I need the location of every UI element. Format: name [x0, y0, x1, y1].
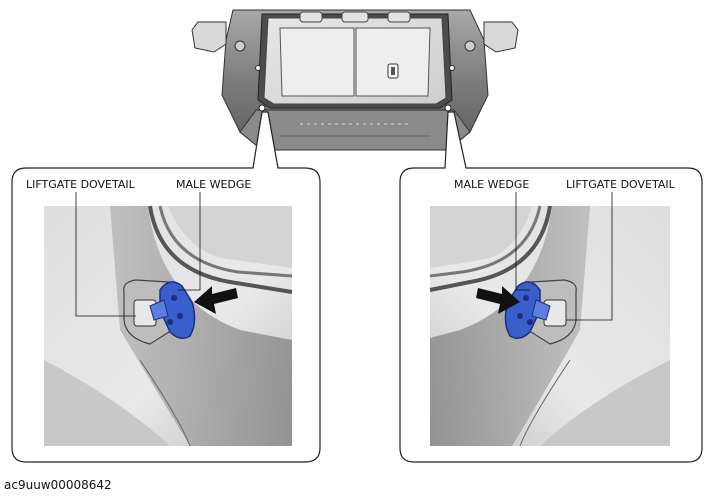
- right-label-male-wedge: MALE WEDGE: [454, 178, 529, 191]
- left-label-male-wedge: MALE WEDGE: [176, 178, 251, 191]
- right-wedge-leader: [515, 192, 530, 291]
- figure-id: ac9uuw00008642: [4, 478, 112, 492]
- right-detail-panel: MALE WEDGE LIFTGATE DOVETAIL: [399, 111, 703, 463]
- left-detail-panel: LIFTGATE DOVETAIL MALE WEDGE: [11, 111, 321, 463]
- left-wedge-leader: [178, 192, 201, 291]
- right-detail-image: [429, 205, 670, 447]
- left-label-liftgate-dovetail: LIFTGATE DOVETAIL: [26, 178, 136, 191]
- left-detail-image: [44, 205, 293, 447]
- right-label-liftgate-dovetail: LIFTGATE DOVETAIL: [566, 178, 676, 191]
- right-dovetail-leader: [566, 192, 613, 321]
- vehicle-rear-illustration: [191, 9, 519, 151]
- left-dovetail-leader: [75, 192, 136, 317]
